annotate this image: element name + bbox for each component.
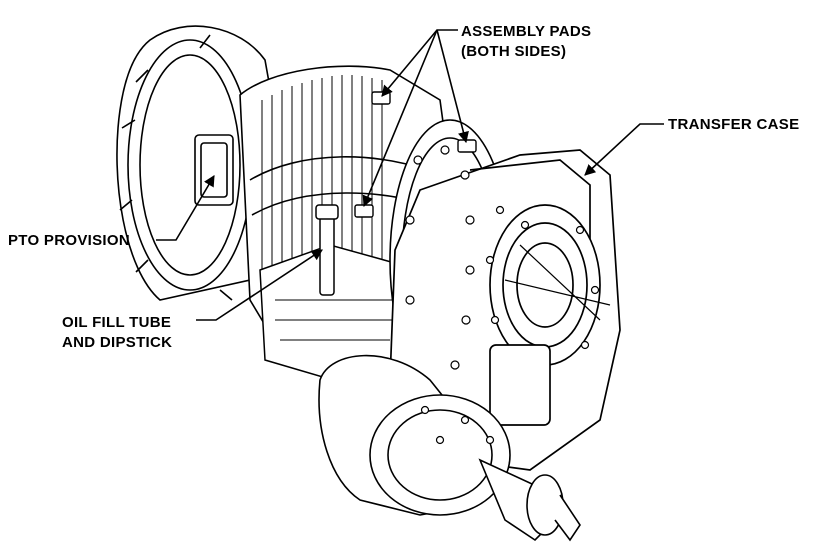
leader-oil-fill [196, 249, 323, 321]
bolt-heads [405, 145, 600, 445]
assembly-pads-label-line2: (BOTH SIDES) [461, 43, 567, 60]
oil-fill-label-line2: AND DIPSTICK [62, 334, 173, 351]
leader-assembly-3 [362, 29, 438, 208]
leader-pto [156, 175, 215, 241]
pto-provision-label: PTO PROVISION [8, 232, 130, 249]
assembly-pads-label-line1: ASSEMBLY PADS [461, 23, 592, 40]
leader-assembly-2 [436, 29, 469, 144]
oil-fill-label: OIL FILL TUBE AND DIPSTICK [62, 313, 172, 353]
transfer-case-label: TRANSFER CASE [668, 116, 800, 133]
leader-lines [156, 29, 664, 321]
assembly-pads-label: ASSEMBLY PADS (BOTH SIDES) [461, 22, 591, 62]
leader-transfer-case [584, 123, 664, 176]
transfer-case-body [389, 149, 621, 471]
oil-fill-tube [315, 204, 339, 296]
output-yoke [318, 354, 581, 542]
oil-fill-label-line1: OIL FILL TUBE [62, 314, 172, 331]
